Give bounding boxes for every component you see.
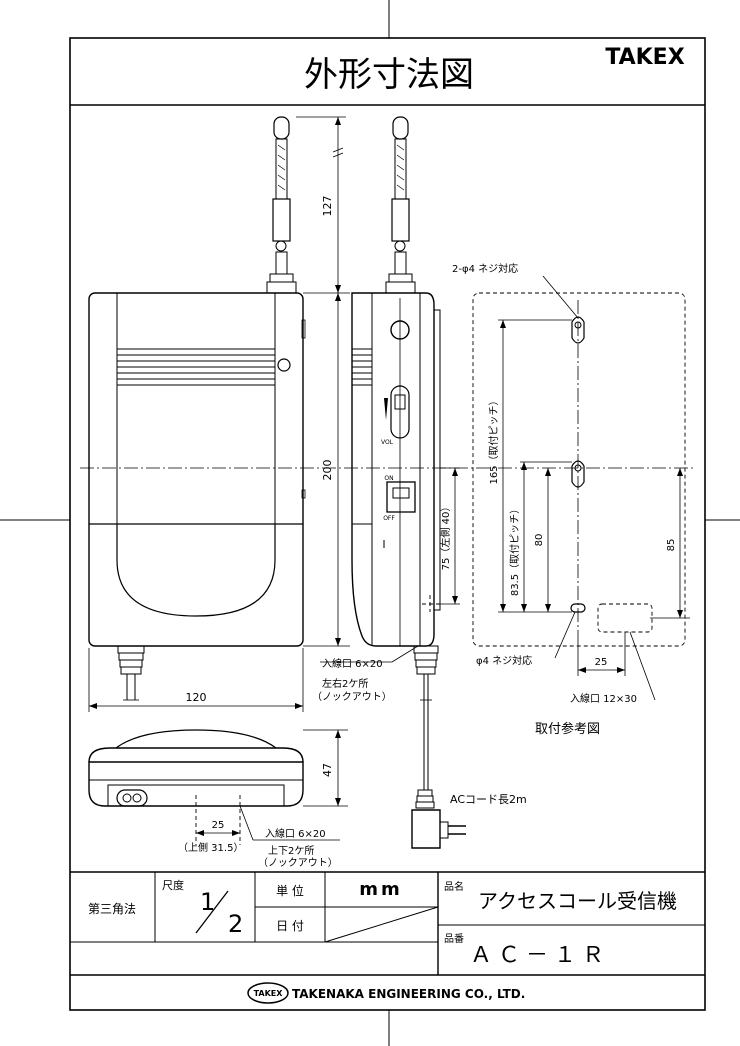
bottom-view: 25 （上側 31.5） 入線口 6×20 上下2ケ所 （ノックアウト） 47 [88,729,348,869]
scale-label: 尺度 [162,878,184,892]
dim-height-label: 200 [321,460,334,481]
inlet-bottom-note2: （ノックアウト） [258,857,338,869]
unit-value: mm [359,879,403,900]
scale-numerator: 1 [200,888,215,916]
screw-slot-icon [570,603,586,613]
inlet-mount-label: 入線口 12×30 [570,692,637,705]
company-logo-text: TAKEX [254,989,284,998]
vol-label: VOL [381,439,394,446]
mount-ref-caption: 取付参考図 [535,721,600,737]
inlet-side-note1: 左右2ケ所 [322,677,368,690]
dimension-width: 120 [88,648,304,712]
upper-side-label: （上側 31.5） [178,841,243,854]
on-label: ON [384,475,393,482]
name-label: 品名 [444,880,464,893]
mounting-reference: 2-φ4 ネジ対応 φ4 ネジ対応 入線口 12×30 取付参考図 165（取付… [452,262,690,737]
ac-cord-label: ACコード長2m [450,793,527,806]
dim-mount-25-label: 25 [595,657,608,668]
indicator-led-icon [277,358,291,372]
ac-plug-icon [411,809,441,849]
dim-85-label: 85 [666,539,677,552]
inlet-side-note2: （ノックアウト） [312,691,392,703]
title-block: 第三角法 尺度 1 2 単 位 mm 日 付 品名 アクセスコール受信機 品番 … [70,871,705,1004]
dim-pitch-short-label: 83.5（取付ピッチ） [508,504,521,596]
inlet-bottom-label: 入線口 6×20 [265,827,326,840]
front-view [88,116,306,701]
power-switch-icon [386,481,416,513]
keyhole-top-icon [571,316,585,344]
volume-ramp-icon [384,398,388,420]
scale-denominator: 2 [228,910,243,938]
date-label: 日 付 [276,919,304,933]
page-title: 外形寸法図 [304,55,474,95]
drawing-frame [69,37,706,1011]
keyhole-middle-icon [571,460,585,488]
product-name: アクセスコール受信機 [478,889,677,913]
screw-bottom-label: φ4 ネジ対応 [476,654,532,667]
side-view: VOL ON OFF [351,116,466,849]
screw-top-label: 2-φ4 ネジ対応 [452,262,518,275]
projection-label: 第三角法 [88,902,136,916]
off-label: OFF [383,515,395,522]
inlet-side-label: 入線口 6×20 [322,657,383,670]
dim-pitch-long-label: 165（取付ピッチ） [487,395,500,484]
dimension-height: 127 200 [296,116,350,647]
company-logo [247,982,289,1004]
dim-width-label: 120 [186,691,207,704]
product-code: ＡＣ－１Ｒ [470,943,610,968]
volume-slider-icon [390,385,410,439]
brand-logo: TAKEX [605,45,684,70]
dim-base-inlet-label: 25 [212,820,225,831]
company-name: TAKENAKA ENGINEERING CO., LTD. [292,987,525,1001]
unit-label: 単 位 [276,883,304,898]
call-button-icon [390,320,410,340]
inlet-knockout-icon [597,603,653,633]
inlet-bottom-note1: 上下2ケ所 [268,845,314,857]
dim-depth-label: 47 [321,763,334,777]
side-dimensions: 75（左側 40） 入線口 6×20 左右2ケ所 （ノックアウト） ACコード長… [312,467,527,806]
dim-antenna-label: 127 [321,196,334,217]
dim-80-label: 80 [534,534,545,547]
dim-left-side-label: 75（左側 40） [439,502,452,571]
code-label: 品番 [444,933,464,945]
cord-bushing-icon [116,789,148,807]
